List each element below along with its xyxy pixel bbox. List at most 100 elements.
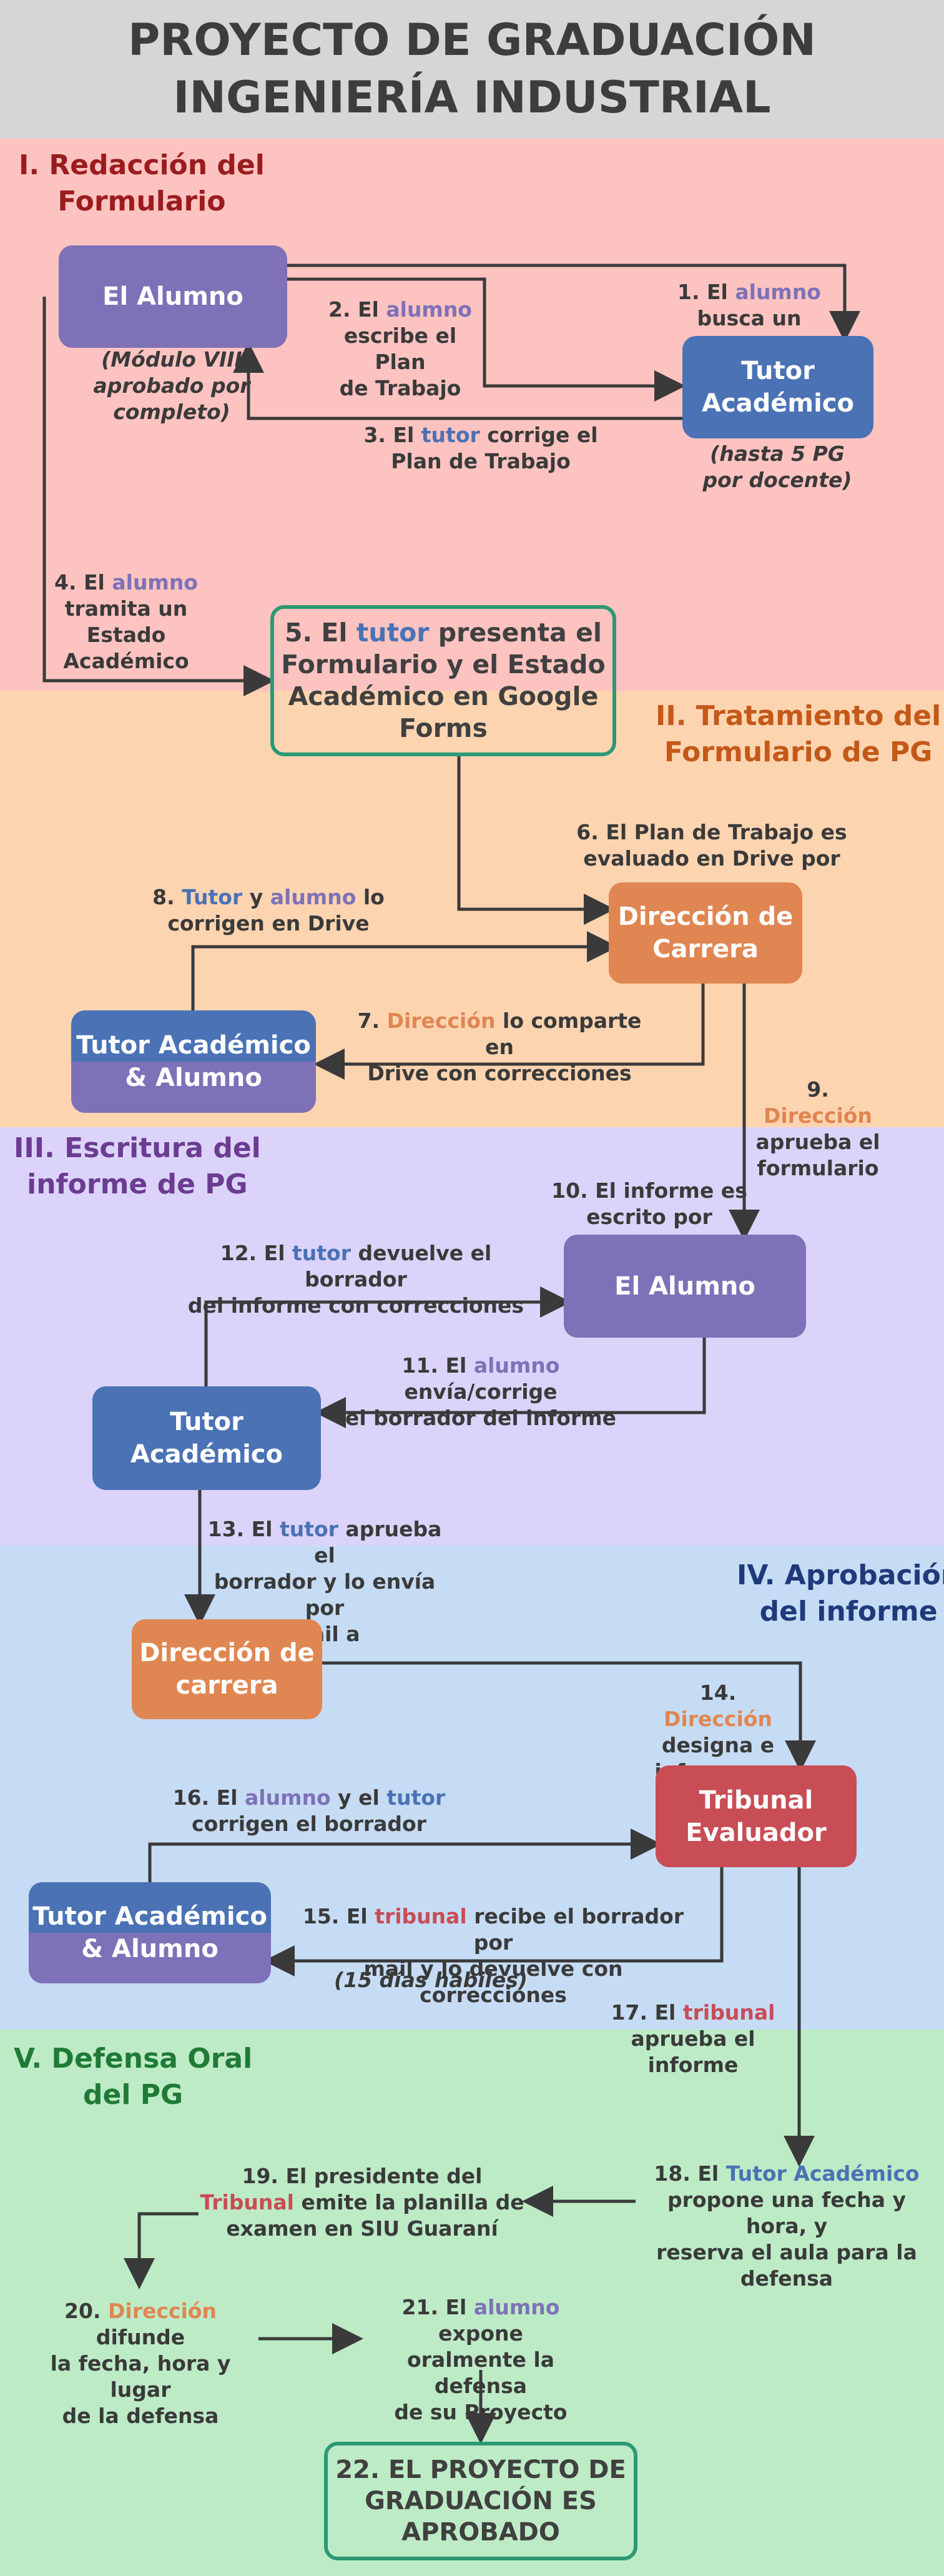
step-10-line1: 10. El informe es: [551, 1178, 747, 1203]
box-direccion-2-line1: Dirección de: [139, 1639, 315, 1667]
arrow-step16: [148, 1828, 662, 1882]
step-9-label: 9. Dirección aprueba el formulario: [749, 1077, 887, 1182]
step-9-line2: aprueba el: [755, 1130, 880, 1154]
step-15-line2: mail y lo devuelve con correcciones: [363, 1957, 623, 2007]
arrow-step1: [286, 264, 860, 342]
header-band: [0, 0, 944, 139]
step-17-tribunal: tribunal: [682, 2000, 775, 2025]
box-tutor-alumno-1-line1: Tutor Académico: [76, 1031, 311, 1060]
step-8-line2: corrigen en Drive: [167, 911, 370, 935]
section-title-2-line1: II. Tratamiento del: [656, 700, 942, 732]
step-7-text-a: 7.: [357, 1009, 387, 1033]
box-tutor-alumno-2-line2: & Alumno: [81, 1935, 219, 1963]
step-3-tutor: tutor: [421, 423, 480, 447]
box-step-5: 5. El tutor presenta el Formulario y el …: [270, 605, 616, 756]
step-16-tutor: tutor: [386, 1785, 446, 1810]
step-9-line3: formulario: [757, 1156, 879, 1180]
step-19-line3: examen en SIU Guaraní: [226, 2216, 498, 2241]
box-direccion-1-line1: Dirección de: [617, 902, 794, 931]
box-tutor-academico-2-line1: Tutor: [170, 1408, 243, 1436]
step-8-tutor: Tutor: [182, 885, 243, 909]
box-tutor-alumno-2-line1: Tutor Académico: [32, 1902, 267, 1931]
step-11-text-c: envía/corrige: [404, 1379, 558, 1404]
step-21-line2: oralmente la defensa: [406, 2347, 554, 2398]
step-12-label: 12. El tutor devuelve el borrador del in…: [169, 1240, 543, 1319]
box-direccion-2-line2: carrera: [175, 1671, 278, 1700]
step-15-tribunal: tribunal: [375, 1904, 467, 1928]
step-17-text-a: 17. El: [611, 2000, 683, 2025]
step-13-text-c: aprueba el: [314, 1517, 442, 1567]
step-11-alumno: alumno: [473, 1353, 560, 1378]
page-title-line2: INGENIERÍA INDUSTRIAL: [173, 72, 771, 123]
step-7-direccion: Dirección: [386, 1009, 496, 1033]
step-5-line4: Forms: [399, 713, 488, 743]
step-3-text-c: corrige el: [479, 423, 598, 447]
step-6-label: 6. El Plan de Trabajo es evaluado en Dri…: [574, 819, 849, 872]
note-15-dias: (15 días hábiles): [318, 1967, 543, 1993]
step-20-direccion: Dirección: [107, 2299, 217, 2323]
step-5-text-a: 5. El: [285, 618, 356, 648]
step-17-line2: aprueba el informe: [631, 2026, 755, 2077]
note-hasta-5-pg: (hasta 5 PG por docente): [681, 441, 874, 493]
step-2-alumno: alumno: [386, 297, 472, 322]
section-title-3-line2: informe de PG: [27, 1168, 248, 1200]
arrow-step11: [315, 1338, 706, 1428]
arrow-step19: [124, 2212, 199, 2289]
box-el-alumno-2: El Alumno: [564, 1235, 806, 1338]
step-14-line2: designa e: [661, 1733, 775, 1757]
step-3-text-d: Plan de Trabajo: [391, 449, 571, 473]
box-final-line3: APROBADO: [401, 2518, 560, 2547]
step-21-text-c: expone: [438, 2321, 523, 2346]
step-20-label: 20. Dirección difunde la fecha, hora y l…: [19, 2298, 262, 2429]
box-tribunal-evaluador: Tribunal Evaluador: [656, 1765, 857, 1867]
step-21-label: 21. El alumno expone oralmente la defens…: [362, 2294, 599, 2425]
box-final-line2: GRADUACIÓN ES: [365, 2487, 597, 2515]
step-11-label: 11. El alumno envía/corrige el borrador …: [325, 1353, 637, 1431]
step-15-text-a: 15. El: [302, 1904, 375, 1928]
step-16-alumno: alumno: [245, 1785, 331, 1810]
step-18-line4: defensa: [740, 2266, 833, 2291]
box-tutor-academico-2: Tutor Académico: [92, 1386, 321, 1490]
step-4-text-a: 4. El: [54, 570, 112, 595]
step-8-text-c: y: [242, 885, 270, 909]
note-15-dias-text: (15 días hábiles): [334, 1968, 528, 1992]
arrow-step12: [204, 1286, 571, 1386]
page-title-line1: PROYECTO DE GRADUACIÓN: [127, 14, 817, 66]
section-title-1-line1: I. Redacción del: [19, 149, 265, 181]
step-16-line2: corrigen el borrador: [192, 1812, 426, 1836]
step-2-text-d: de Trabajo: [339, 376, 461, 400]
step-21-alumno: alumno: [473, 2295, 560, 2319]
step-12-text-a: 12. El: [220, 1241, 293, 1265]
step-13-tutor: tutor: [279, 1517, 338, 1541]
step-13-label: 13. El tutor aprueba el borrador y lo en…: [200, 1516, 450, 1647]
note-hasta-line2: por docente): [702, 468, 852, 492]
box-tutor-alumno-1-line2: & Alumno: [125, 1063, 262, 1092]
note-hasta-line1: (hasta 5 PG: [710, 442, 845, 466]
step-19-label: 19. El presidente del Tribunal emite la …: [200, 2163, 524, 2242]
section-title-1-line2: Formulario: [57, 185, 226, 217]
box-el-alumno-2-label: El Alumno: [614, 1271, 755, 1301]
step-20-line3: de la defensa: [62, 2404, 219, 2428]
note-modulo-line2: aprobado por: [93, 373, 250, 398]
note-modulo-line1: (Módulo VIII: [101, 347, 242, 372]
step-1-text-c: busca un: [697, 306, 802, 330]
arrow-step3: [233, 342, 682, 420]
step-18-label: 18. El Tutor Académico propone una fecha…: [637, 2161, 937, 2292]
section-title-4-line1: IV. Aprobación: [737, 1559, 944, 1591]
box-tutor-academico-1-line1: Tutor: [741, 357, 815, 385]
step-19-line1: 19. El presidente del: [242, 2164, 483, 2188]
step-14-text-a: 14.: [699, 1680, 737, 1705]
box-el-alumno-1-label: El Alumno: [102, 282, 243, 311]
step-1-alumno: alumno: [735, 280, 821, 304]
box-tutor-academico-alumno-2: Tutor Académico & Alumno: [29, 1882, 271, 1983]
step-4-label: 4. El alumno tramita un Estado Académico: [52, 570, 200, 674]
box-final-line1: 22. EL PROYECTO DE: [335, 2455, 626, 2484]
step-18-tutor: Tutor Académico: [725, 2161, 920, 2186]
step-7-text-c: lo comparte en: [485, 1009, 642, 1059]
step-13-line2: borrador y lo envía por: [214, 1569, 436, 1620]
step-10-label: 10. El informe es escrito por: [549, 1178, 749, 1230]
step-21-text-a: 21. El: [401, 2295, 474, 2319]
section-title-2-line2: Formulario de PG: [664, 736, 933, 768]
step-20-line2: la fecha, hora y lugar: [50, 2351, 231, 2402]
